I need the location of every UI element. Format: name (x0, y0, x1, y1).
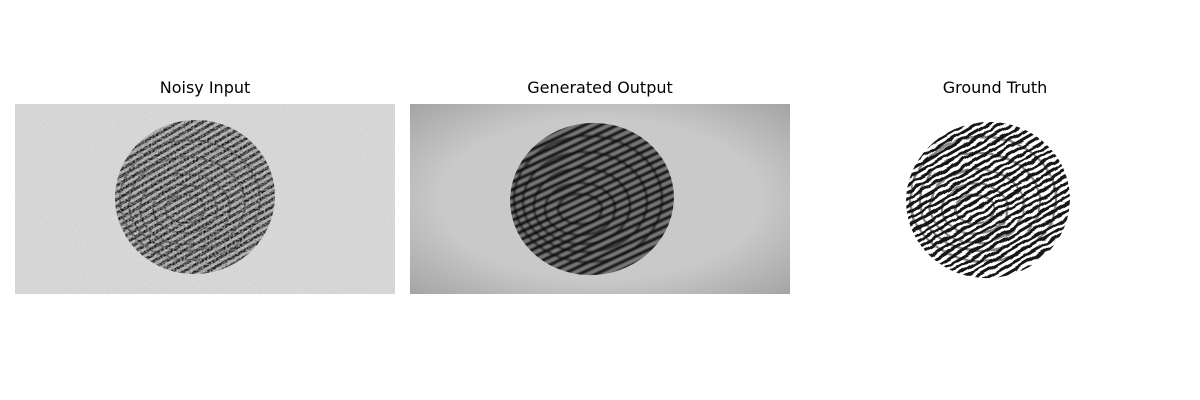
panel-title: Ground Truth (942, 78, 1048, 97)
panel-noisy-input: Noisy Input (15, 78, 395, 294)
generated-output-image (410, 104, 790, 294)
ground-truth-image (805, 104, 1185, 294)
panel-ground-truth: Ground Truth (805, 78, 1185, 294)
panel-generated-output: Generated Output (410, 78, 790, 294)
panel-title: Generated Output (527, 78, 673, 97)
noisy-input-image (15, 104, 395, 294)
panel-title: Noisy Input (159, 78, 251, 97)
